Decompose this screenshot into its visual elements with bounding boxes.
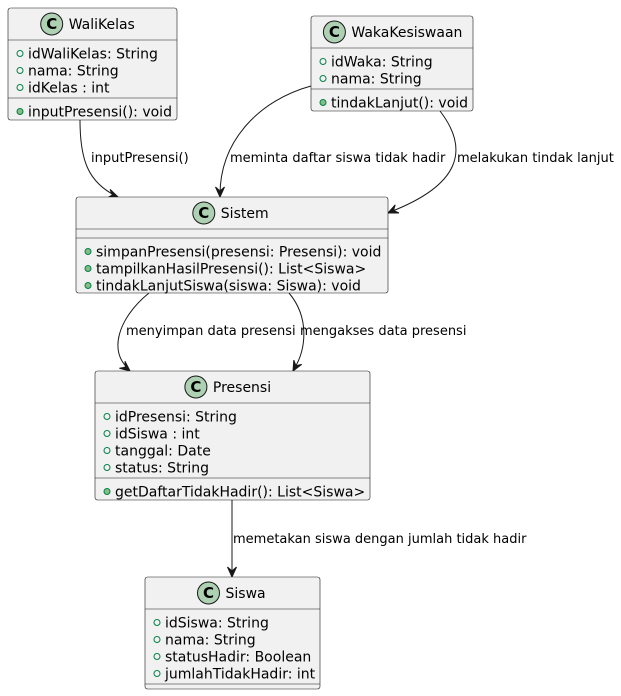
relation-label-walikelas-sistem: inputPresensi()	[91, 151, 189, 166]
class-box-sistem	[75, 196, 389, 294]
relation-line	[219, 85, 312, 196]
class-attribute-idwaka: idWaka: String	[331, 55, 433, 71]
arrowhead-icon	[215, 186, 225, 199]
class-badge-icon	[184, 375, 208, 399]
class-badge-icon	[40, 12, 64, 36]
relation-sistem-presensi-1	[117, 292, 150, 372]
class-method-tindaklanjut: tindakLanjut(): void	[331, 96, 468, 112]
relation-label-wakakesiswaan-sistem-1: meminta daftar siswa tidak hadir	[230, 151, 446, 166]
public-visibility-icon	[103, 413, 111, 420]
public-visibility-icon	[153, 653, 161, 660]
class-attribute-tanggal: tanggal: Date	[115, 444, 211, 460]
relation-presensi-siswa	[227, 500, 237, 579]
class-attribute-idsiswa: idSiswa: String	[165, 616, 269, 632]
class-attribute-nama: nama: String	[165, 633, 256, 649]
class-attribute-idwalikelas: idWaliKelas: String	[28, 47, 158, 63]
relation-wakakesiswaan-sistem-2	[386, 110, 457, 214]
arrowhead-icon	[386, 204, 400, 214]
relation-wakakesiswaan-sistem-1	[215, 85, 312, 199]
class-name: Siswa	[226, 586, 266, 602]
class-method-simpanpresensi: simpanPresensi(presensi: Presensi): void	[96, 245, 381, 261]
class-box-wakakesiswaan	[310, 15, 474, 112]
relation-line	[79, 119, 117, 197]
class-attribute-idsiswa: idSiswa : int	[115, 427, 200, 443]
class-badge-letter: C	[329, 23, 340, 41]
class-name: WaliKelas	[69, 17, 135, 33]
public-visibility-icon	[84, 265, 92, 272]
class-name: Sistem	[221, 206, 269, 222]
relation-line	[117, 292, 150, 370]
public-visibility-icon	[153, 619, 161, 626]
class-method-inputpresensi: inputPresensi(): void	[28, 105, 172, 121]
public-visibility-icon	[319, 99, 327, 106]
edges-layer	[79, 85, 457, 579]
public-visibility-icon	[16, 67, 24, 74]
class-box-walikelas	[7, 7, 178, 121]
class-name: WakaKesiswaan	[351, 25, 462, 41]
public-visibility-icon	[16, 84, 24, 91]
class-attribute-idpresensi: idPresensi: String	[115, 410, 237, 426]
public-visibility-icon	[84, 248, 92, 255]
class-badge-letter: C	[198, 204, 209, 222]
class-badge-letter: C	[46, 15, 57, 33]
relation-label-sistem-presensi-2: mengakses data presensi	[300, 324, 466, 339]
public-visibility-icon	[319, 75, 327, 82]
class-attribute-nama: nama: String	[28, 64, 119, 80]
public-visibility-icon	[16, 108, 24, 115]
class-method-getdaftartidakhadir: getDaftarTidakHadir(): List<Siswa>	[115, 485, 365, 501]
edge-labels-layer: inputPresensi() meminta daftar siswa tida…	[91, 151, 614, 547]
class-badge-icon	[197, 581, 220, 605]
arrowhead-icon	[227, 566, 237, 579]
arrowhead-icon	[106, 189, 120, 199]
class-badge-letter: C	[203, 584, 214, 602]
public-visibility-icon	[319, 58, 327, 65]
class-attribute-jumlahtidakhadir: jumlahTidakHadir: int	[164, 667, 316, 683]
relation-line	[389, 110, 457, 213]
class-attribute-idkelas: idKelas : int	[28, 81, 110, 97]
public-visibility-icon	[153, 670, 161, 677]
arrowhead-icon	[292, 359, 303, 373]
class-badge-icon	[322, 20, 346, 44]
public-visibility-icon	[84, 282, 92, 289]
arrowhead-icon	[119, 360, 131, 372]
class-badge-icon	[192, 201, 216, 225]
relation-label-wakakesiswaan-sistem-2: melakukan tindak lanjut	[457, 151, 614, 166]
class-attribute-status: status: String	[115, 461, 209, 477]
relation-line	[288, 292, 305, 370]
class-attribute-nama: nama: String	[331, 72, 422, 88]
class-name: Presensi	[213, 380, 271, 396]
public-visibility-icon	[153, 636, 161, 643]
public-visibility-icon	[103, 447, 111, 454]
public-visibility-icon	[16, 50, 24, 57]
relation-label-presensi-siswa: memetakan siswa dengan jumlah tidak hadi…	[233, 532, 527, 547]
class-badge-letter: C	[190, 378, 201, 396]
relation-label-sistem-presensi-1: menyimpan data presensi	[126, 324, 296, 339]
class-attribute-statushadir: statusHadir: Boolean	[165, 650, 311, 666]
public-visibility-icon	[103, 430, 111, 437]
relation-sistem-presensi-2	[288, 292, 305, 373]
class-method-tampilkanhasilpresensi: tampilkanHasilPresensi(): List<Siswa>	[96, 262, 366, 278]
class-sistem: C Sistem simpanPresensi(presensi: Presensi…	[75, 196, 389, 295]
class-box-siswa	[144, 576, 321, 690]
class-method-tindaklanjutsiswa: tindakLanjutSiswa(siswa: Siswa): void	[96, 279, 361, 295]
public-visibility-icon	[103, 464, 111, 471]
public-visibility-icon	[103, 488, 111, 495]
